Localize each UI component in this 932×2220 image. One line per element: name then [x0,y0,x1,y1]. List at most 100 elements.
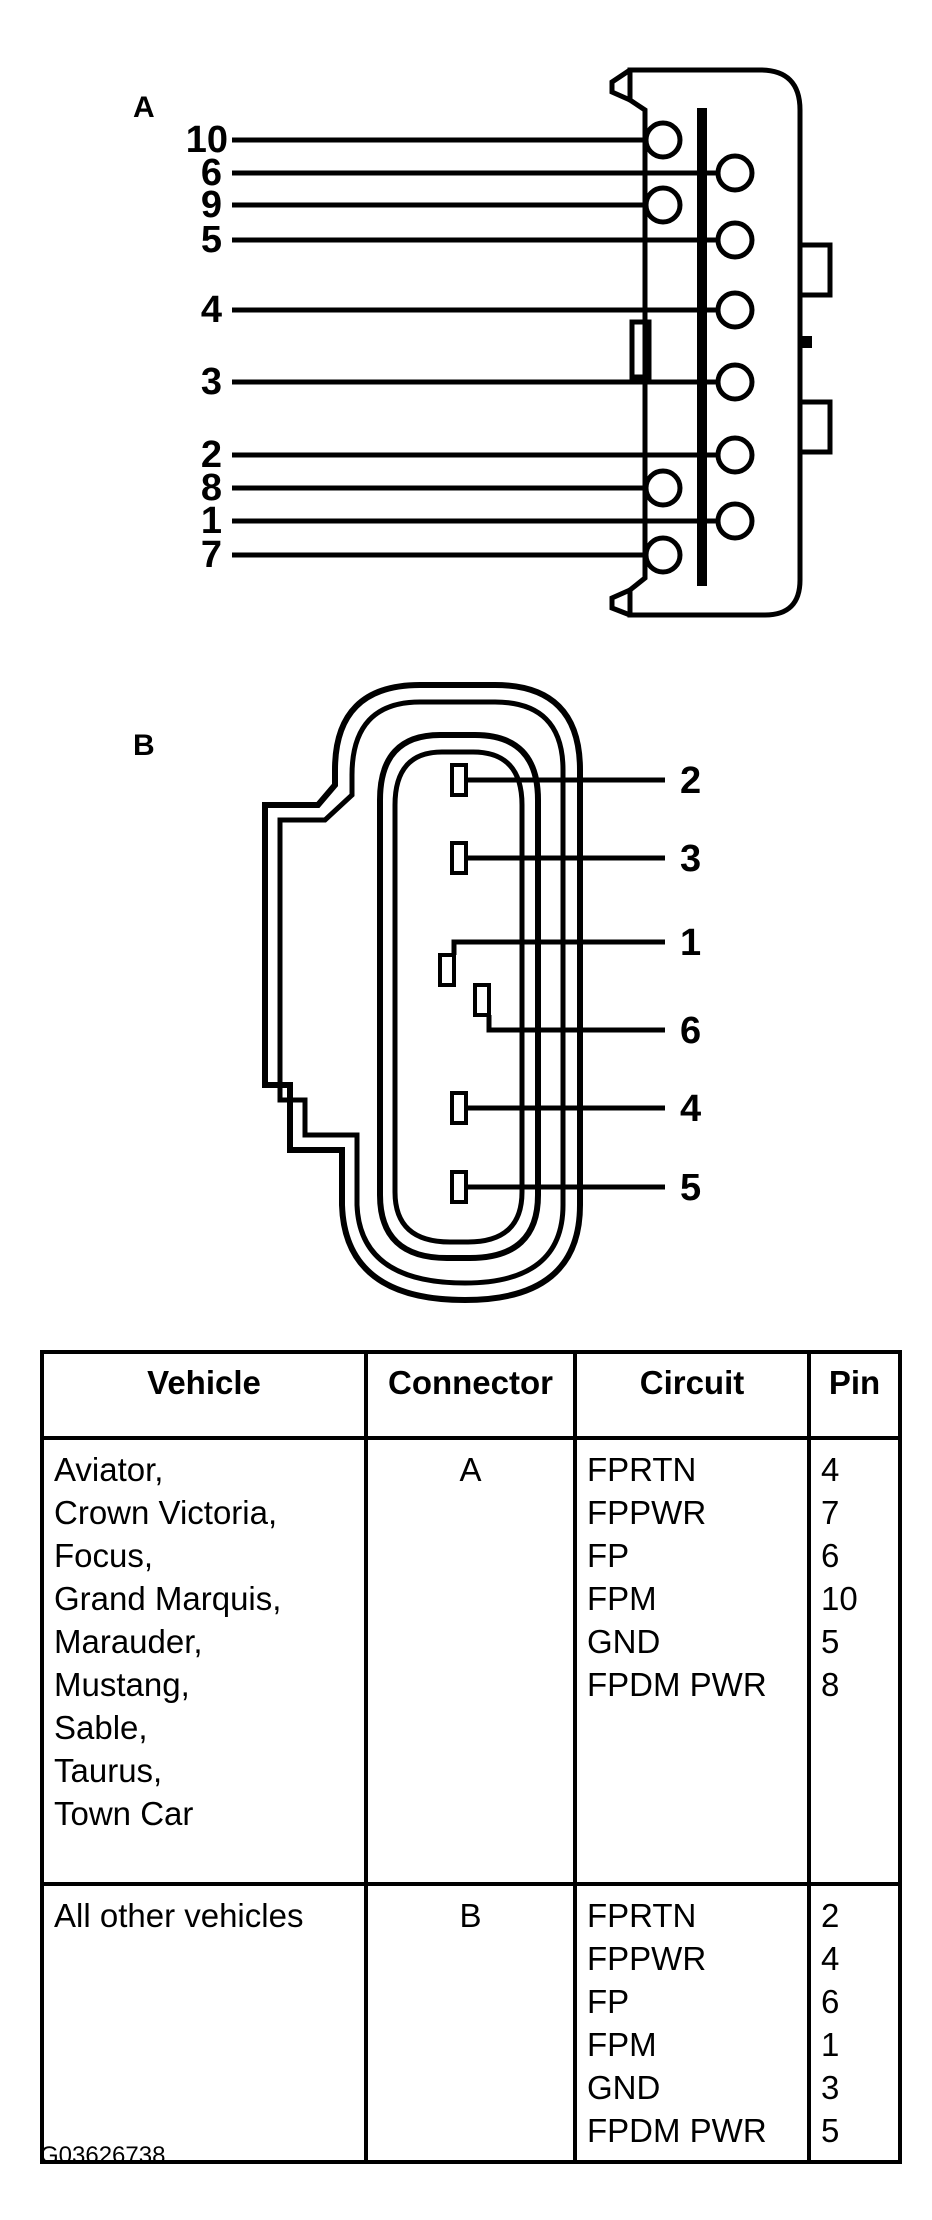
pin-number: 7 [821,1494,840,1531]
pin-7-circle [643,535,683,575]
pin-3-circle [715,362,755,402]
circuit-name: FPDM PWR [587,2112,767,2149]
vehicle-name: Town Car [54,1795,194,1832]
pin-8-circle [643,468,683,508]
pin-number: 5 [821,1623,840,1660]
pin-label: 4 [201,289,222,331]
connector-a-housing [609,67,833,618]
connector-a-wires [232,137,728,558]
terminal-5 [450,1170,468,1204]
circuit-name: FPM [587,2026,657,2063]
figure-id: G03626738 [40,2142,166,2169]
pin-number: 6 [821,1983,840,2020]
vehicle-name: Focus, [54,1537,154,1574]
pin-label: 5 [680,1167,701,1209]
pin-label: 6 [680,1010,701,1052]
pin-label: 5 [201,219,222,261]
pin-assignment-table: Vehicle Connector Circuit Pin Aviator, C… [40,1350,902,2164]
pin-label: 3 [680,838,701,880]
circuit-name: GND [587,2069,661,2106]
circuit-name: FP [587,1537,630,1574]
vehicle-name: Mustang, [54,1666,190,1703]
pin-label: 7 [201,534,222,576]
pin-9-circle [643,185,683,225]
header-vehicle: Vehicle [40,1350,368,1440]
circuit-name: FPPWR [587,1940,707,1977]
pin-2-circle [715,435,755,475]
connector-b-pin-labels: 2 3 1 6 4 5 [680,760,701,1209]
circuit-name: GND [587,1623,661,1660]
circuit-name: FP [587,1983,630,2020]
pin-10-circle [643,120,683,160]
connector-b-cavity-inner [392,749,525,1245]
terminal-4 [450,1091,468,1125]
vehicle-name: Marauder, [54,1623,203,1660]
terminal-6 [473,983,491,1017]
pin-number: 8 [821,1666,840,1703]
table-row: All other vehicles B FPRTN FPPWR FP FPM … [40,1882,902,2164]
connector-id: A [459,1451,482,1488]
circuit-name: FPM [587,1580,657,1617]
pin-number: 3 [821,2069,840,2106]
pin-4-circle [715,290,755,330]
connector-a-label: A [133,91,155,124]
pin-5-circle [715,220,755,260]
connector-diagram: A 10 6 9 5 4 3 2 8 1 7 [133,67,833,1304]
header-connector: Connector [364,1350,577,1440]
vehicle-name: Taurus, [54,1752,163,1789]
pin-number: 4 [821,1940,840,1977]
leader-pin-1 [451,939,665,955]
connector-b-label: B [133,729,155,762]
header-circuit: Circuit [573,1350,811,1440]
connector-a-pin-labels: 10 6 9 5 4 3 2 8 1 7 [186,119,228,576]
connector-b: B 2 3 1 6 4 5 [133,682,701,1304]
connector-cell: A [364,1436,577,1886]
terminal-2 [450,763,468,797]
vehicle-cell: Aviator, Crown Victoria, Focus, Grand Ma… [40,1436,368,1886]
vehicle-name: Grand Marquis, [54,1580,282,1617]
pin-number: 5 [821,2112,840,2149]
pin-cell: 2 4 6 1 3 5 [807,1882,902,2164]
circuit-cell: FPRTN FPPWR FP FPM GND FPDM PWR [573,1882,811,2164]
pin-label: 8 [201,467,222,509]
pin-1-circle [715,501,755,541]
pin-number: 10 [821,1580,858,1617]
pin-cell: 4 7 6 10 5 8 [807,1436,902,1886]
vehicle-name: Aviator, [54,1451,164,1488]
pin-label: 3 [201,361,222,403]
connector-b-cavity [377,732,541,1261]
circuit-name: FPDM PWR [587,1666,767,1703]
pin-number: 1 [821,2026,840,2063]
connector-b-pins [438,763,665,1204]
pin-label: 1 [680,922,701,964]
terminal-3 [450,841,468,875]
pin-label: 1 [201,500,222,542]
center-rail [697,108,707,586]
pin-label: 6 [201,152,222,194]
vehicle-name: Sable, [54,1709,148,1746]
vehicle-name: Crown Victoria, [54,1494,278,1531]
connector-b-outer-shell [262,682,583,1304]
pin-label: 2 [201,434,222,476]
vehicle-cell: All other vehicles [40,1882,368,2164]
circuit-cell: FPRTN FPPWR FP FPM GND FPDM PWR [573,1436,811,1886]
connector-a-pins [643,120,755,575]
pin-number: 4 [821,1451,840,1488]
pin-label: 2 [680,760,701,802]
circuit-name: FPRTN [587,1451,697,1488]
vehicle-name: All other vehicles [54,1897,304,1934]
circuit-name: FPPWR [587,1494,707,1531]
leader-pin-6 [486,1015,665,1033]
connector-b-shell-inner [277,699,566,1286]
connector-id: B [459,1897,482,1934]
pin-label: 10 [186,119,228,161]
pin-number: 2 [821,1897,840,1934]
table-row: Aviator, Crown Victoria, Focus, Grand Ma… [40,1436,902,1886]
pin-6-circle [715,153,755,193]
pin-label: 9 [201,184,222,226]
pin-number: 6 [821,1537,840,1574]
pin-label: 4 [680,1088,701,1130]
terminal-1 [438,953,456,987]
connector-cell: B [364,1882,577,2164]
circuit-name: FPRTN [587,1897,697,1934]
